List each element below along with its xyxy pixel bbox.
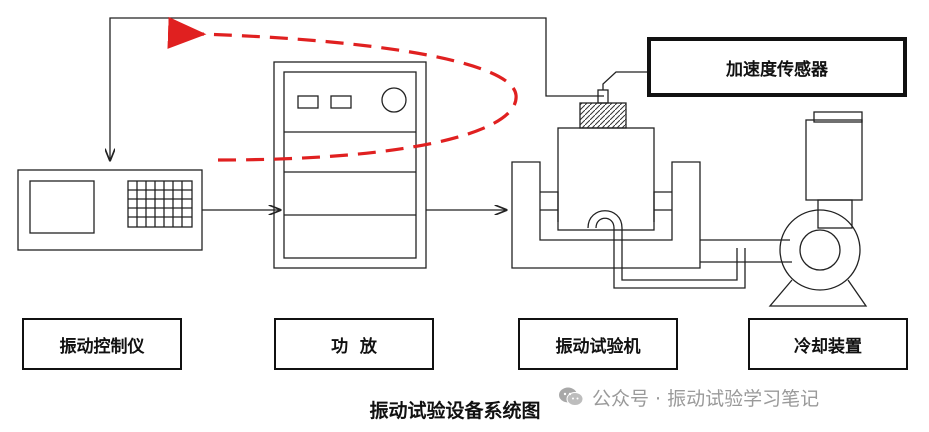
amplifier-device	[273, 61, 427, 269]
amplifier-label: 功 放	[274, 318, 434, 370]
dashed-loop-arrow	[167, 16, 518, 162]
controller-device	[17, 169, 203, 251]
wechat-icon	[558, 386, 584, 408]
controller-label-text: 振动控制仪	[59, 336, 145, 357]
sensor-label: 加速度传感器	[649, 39, 905, 95]
diagram-caption: 振动试验设备系统图	[369, 400, 541, 422]
sensor-label-text: 加速度传感器	[726, 59, 828, 80]
shaker-label-text: 振动试验机	[555, 336, 641, 357]
shaker-label: 振动试验机	[518, 318, 678, 370]
feedback-line	[110, 17, 604, 160]
watermark-text: 公众号 · 振动试验学习笔记	[592, 387, 820, 410]
shaker-device	[511, 71, 746, 289]
controller-keypad-grid	[128, 181, 192, 227]
amplifier-label-text: 功 放	[331, 336, 377, 357]
watermark: 公众号 · 振动试验学习笔记	[558, 380, 819, 414]
controller-label: 振动控制仪	[22, 318, 182, 370]
cooling-device	[768, 111, 868, 307]
cooling-hose	[700, 239, 792, 263]
cooling-label-text: 冷却装置	[794, 336, 862, 357]
cooling-label: 冷却装置	[748, 318, 908, 370]
